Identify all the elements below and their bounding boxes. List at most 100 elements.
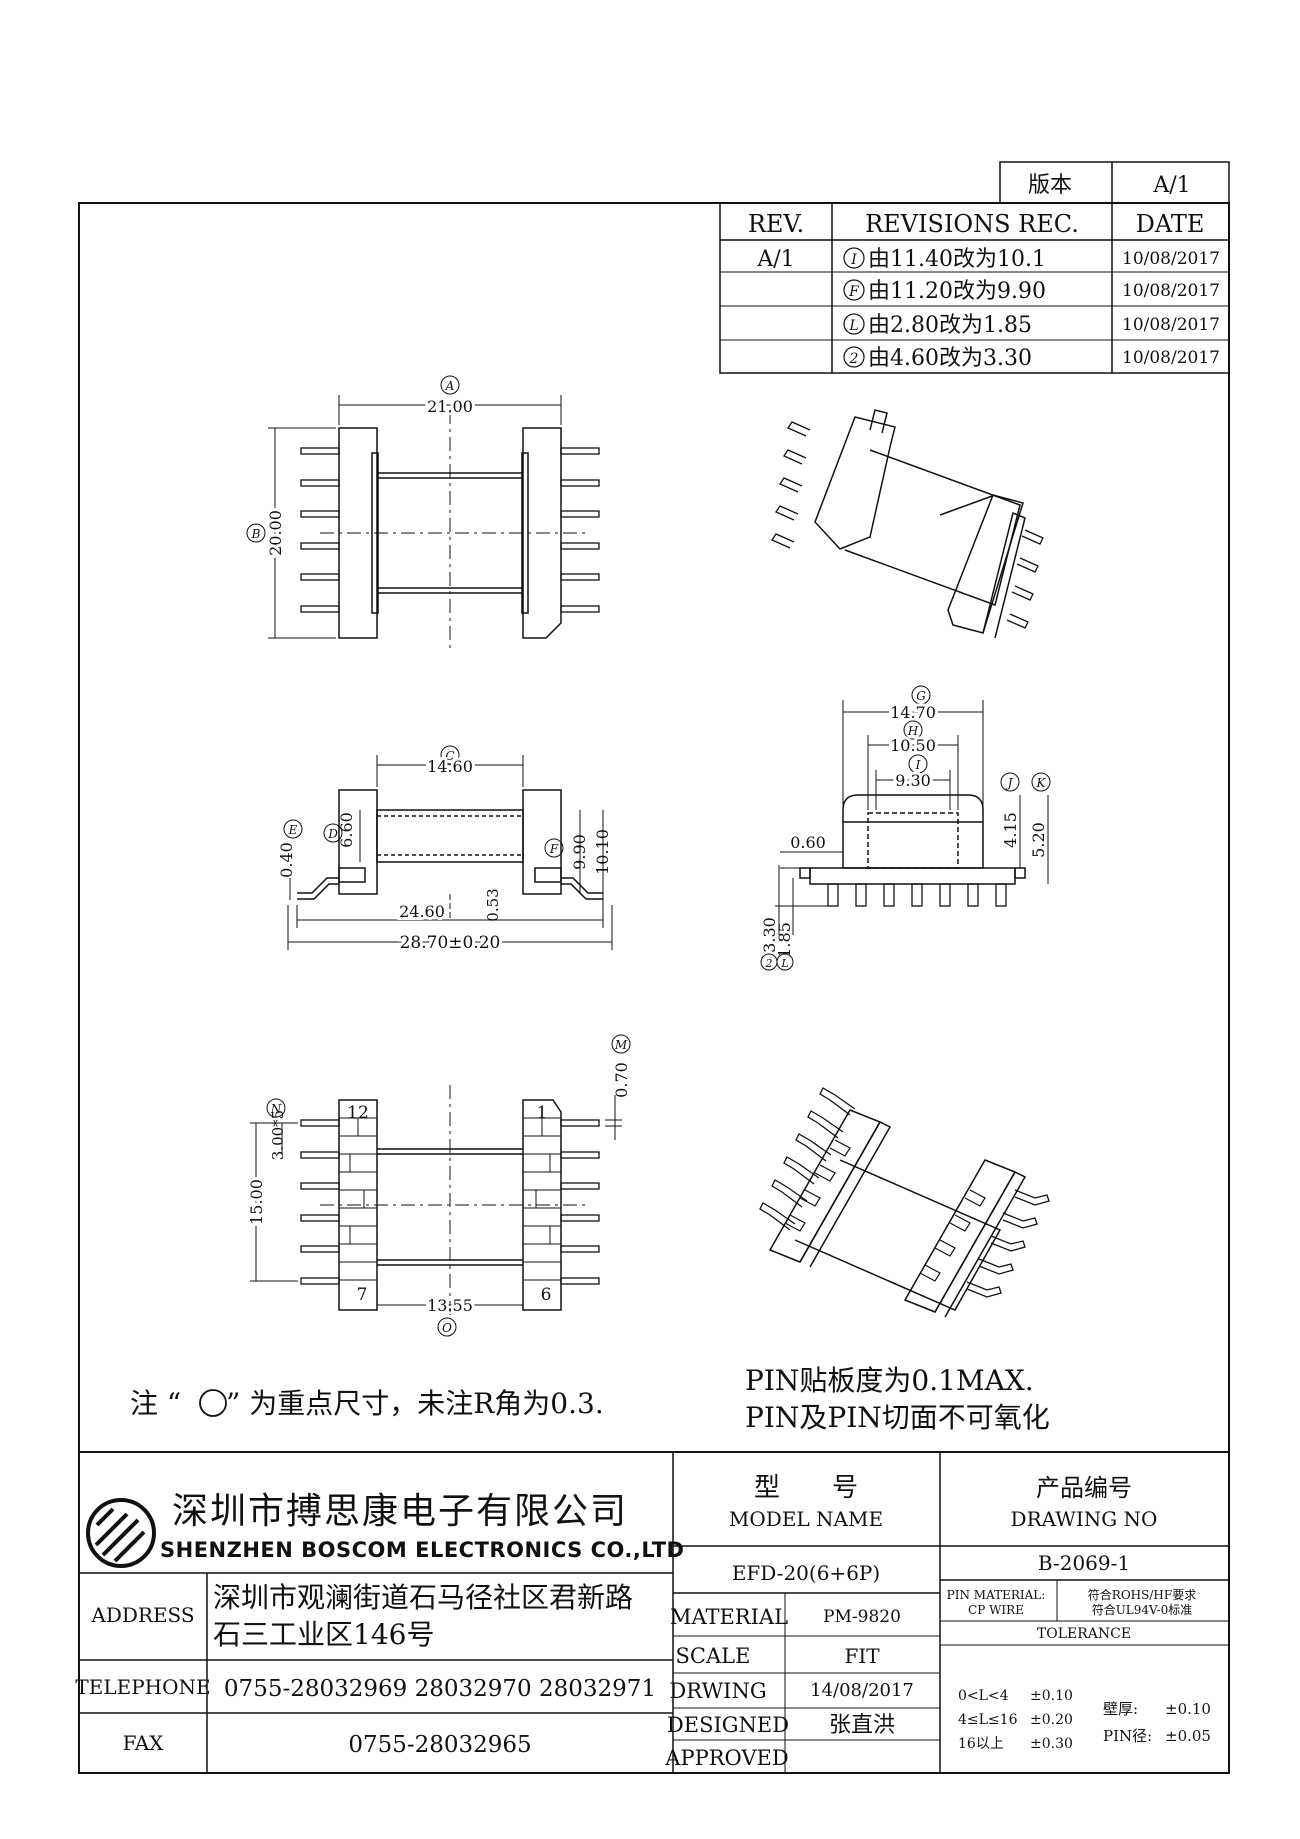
dim-330: 3.30 [760,917,779,953]
model-label-cn: 型 号 [754,1473,858,1503]
drawing-value: B-2069-1 [1038,1551,1130,1575]
title-block [79,1451,1229,1773]
rev-date: 10/08/2017 [1122,281,1220,301]
dim-b: 20.00 [266,510,285,556]
version-box: 版本 A/1 [999,161,1230,204]
drwing-label: DRWING [669,1679,766,1703]
mark-d: D [327,827,338,841]
tol-value: ±0.20 [1030,1712,1073,1728]
approved-label: APPROVED [664,1746,788,1770]
mark-i: I [915,758,921,772]
address-label: ADDRESS [90,1603,194,1627]
dim-d: 6.60 [337,812,356,848]
dim-g: 14.70 [890,703,936,722]
telephone-value: 0755-28032969 28032970 28032971 [224,1676,656,1702]
dim-520: 5.20 [1029,822,1048,858]
rev-text: 由11.20改为9.90 [868,279,1046,304]
bottom-view [250,1085,622,1320]
dim-c: 14.60 [427,757,473,776]
mark-n: N [270,1102,282,1116]
drawing-label-en: DRAWING NO [1011,1507,1158,1531]
dim-415: 4.15 [1001,812,1020,848]
mark-b: B [251,527,261,541]
side-view [775,700,1049,935]
note-prefix: 注 “ [130,1387,181,1420]
note-suffix: ” 为重点尺寸，未注R角为0.3. [226,1387,604,1420]
address-line1: 深圳市观澜街道石马径社区君新路 [213,1581,633,1614]
fax-label: FAX [123,1731,165,1755]
company-name-en: SHENZHEN BOSCOM ELECTRONICS CO.,LTD [160,1538,684,1562]
mark-c: C [445,749,454,763]
top-view [268,395,600,650]
rev-date: 10/08/2017 [1122,348,1220,368]
dim-070: 0.70 [612,1062,631,1098]
rev-text: 由4.60改为3.30 [868,346,1032,371]
fax-value: 0755-28032965 [348,1732,531,1758]
tol-range: 0<L<4 [958,1688,1009,1704]
rev-header: REV. [748,210,804,238]
pin-dia-value: ±0.05 [1165,1727,1211,1745]
dim-i: 9.30 [895,771,931,790]
version-label: 版本 [1028,173,1072,198]
mark-h: H [907,724,919,738]
company-logo [86,1498,156,1568]
pin-dia-label: PIN径: [1103,1727,1152,1745]
pin-note-1: PIN贴板度为0.1MAX. [745,1364,1034,1397]
tolerance-label: TOLERANCE [1037,1626,1131,1642]
rev-date: 10/08/2017 [1122,249,1220,269]
scale-label: SCALE [676,1644,751,1668]
tol-value: ±0.10 [1030,1688,1073,1704]
date-header: DATE [1136,210,1205,238]
rev-mark: F [848,284,860,300]
designed-label: DESIGNED [667,1713,789,1737]
mark-k: K [1036,776,1047,790]
dim-15: 15.00 [247,1179,266,1225]
rev-text: 由11.40改为10.1 [868,247,1046,272]
mark-e: E [288,823,298,837]
tol-value: ±0.30 [1030,1736,1073,1752]
cp-wire-label: CP WIRE [968,1603,1024,1617]
pin-material-value: 符合ROHS/HF要求 [1088,1587,1196,1602]
dim-1355: 13.55 [427,1296,473,1315]
dim-185: 1.85 [775,922,794,958]
model-value: EFD-20(6+6P) [732,1561,880,1585]
isometric-view-bottom [759,1087,1050,1318]
scale-value: FIT [844,1644,880,1668]
model-label-en: MODEL NAME [729,1507,883,1531]
designed-value: 张直洪 [829,1713,895,1738]
pin-note-2: PIN及PIN切面不可氧化 [745,1401,1050,1434]
rev-value: A/1 [756,247,794,272]
rev-date: 10/08/2017 [1122,315,1220,335]
front-view [287,755,613,950]
pin-12: 12 [347,1103,369,1123]
dim-f: 9.90 [570,834,589,870]
dim-pitch: 3.00*5 [269,1110,287,1160]
rev-mark: L [848,318,858,334]
cp-wire-value: 符合UL94V-0标准 [1092,1602,1193,1617]
wall-value: ±0.10 [1165,1700,1211,1718]
mark-f: F [549,842,559,856]
dim-a: 21.00 [427,397,473,416]
dim-h: 10.50 [890,736,936,755]
mark-2: 2 [765,957,773,970]
dim-total: 28.70±0.20 [400,933,501,953]
drwing-value: 14/08/2017 [810,1680,914,1701]
mark-a: A [445,379,455,393]
pin-1: 1 [537,1103,548,1123]
rev-text: 由2.80改为1.85 [868,313,1032,338]
tol-range: 16以上 [958,1736,1004,1752]
material-label: MATERIAL [670,1605,788,1629]
rev-mark: I [850,252,857,268]
material-value: PM-9820 [823,1607,901,1627]
mark-m: M [614,1038,628,1052]
tol-range: 4≤L≤16 [958,1712,1018,1728]
dim-inner: 24.60 [399,902,445,921]
key-dim-symbol-icon [199,1389,227,1417]
revisions-table: REV. REVISIONS REC. DATE A/1 I 由11.40改为1… [719,202,1230,374]
mark-l: L [780,957,788,970]
rev-mark: 2 [849,351,859,367]
company-name-cn: 深圳市搏思康电子有限公司 [172,1491,628,1532]
dim-small: 0.53 [484,888,502,921]
version-value: A/1 [1152,173,1190,198]
